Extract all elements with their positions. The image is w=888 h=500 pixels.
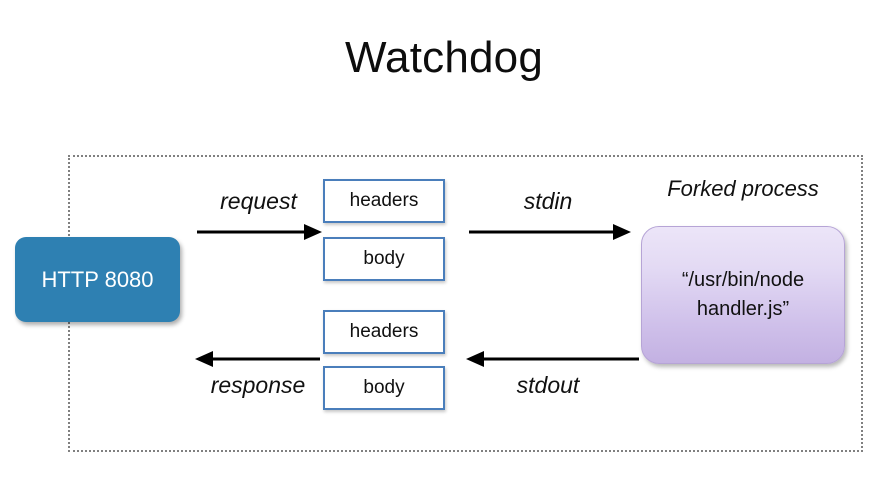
request-arrow	[196, 221, 322, 243]
forked-process-caption: Forked process	[667, 176, 819, 201]
forked-process-command-line-2: handler.js”	[696, 298, 790, 320]
response-arrow	[193, 348, 321, 370]
request-headers-label: headers	[349, 190, 419, 211]
response-body-label: body	[363, 377, 405, 398]
http-listener-label: HTTP 8080	[41, 266, 154, 292]
request-body-label: body	[363, 248, 405, 269]
response-headers-box: headers	[323, 310, 445, 354]
response-body-box: body	[323, 366, 445, 410]
page-title: Watchdog	[344, 33, 544, 82]
request-body-box: body	[323, 237, 445, 281]
response-headers-label: headers	[349, 321, 419, 342]
stdout-arrow-label: stdout	[516, 372, 580, 398]
http-listener-node: HTTP 8080	[15, 237, 180, 322]
stdout-arrow	[464, 348, 640, 370]
forked-process-node: “/usr/bin/node handler.js”	[641, 226, 845, 364]
request-headers-box: headers	[323, 179, 445, 223]
forked-process-command-line-1: “/usr/bin/node	[681, 269, 805, 291]
response-arrow-label: response	[210, 372, 306, 398]
request-arrow-label: request	[220, 188, 297, 214]
stdin-arrow	[468, 221, 631, 243]
stdin-arrow-label: stdin	[523, 188, 573, 214]
